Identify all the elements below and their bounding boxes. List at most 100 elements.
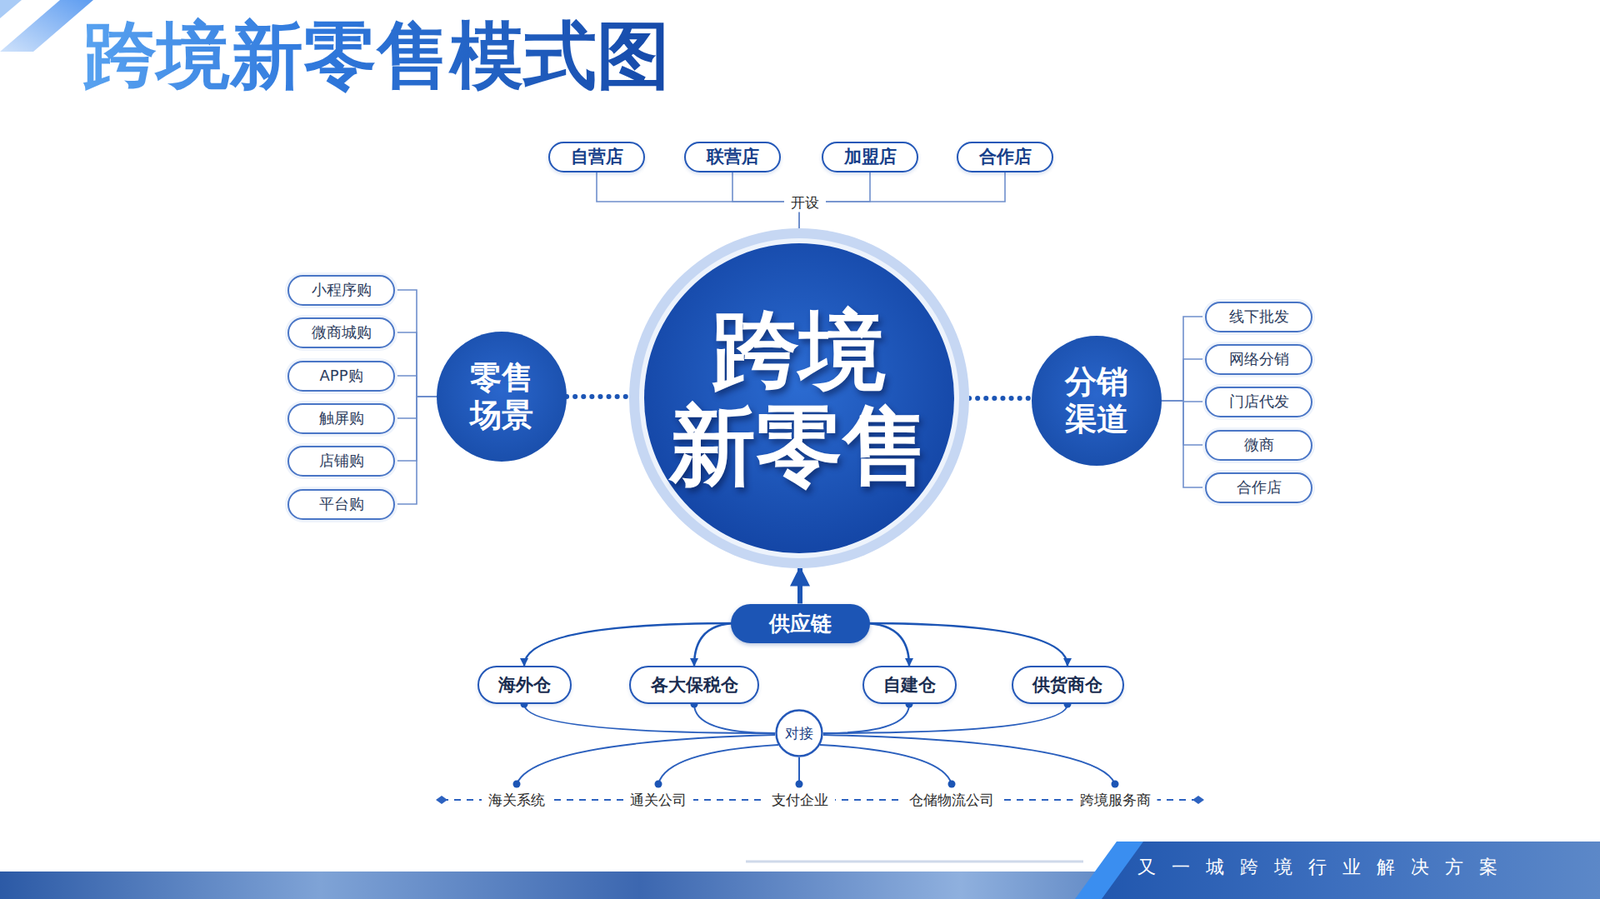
option-pill: 小程序购 [287, 275, 395, 306]
service-link [820, 745, 952, 785]
warehouse-pill: 供货商仓 [1011, 665, 1125, 705]
option-pill: APP购 [287, 360, 395, 392]
node-text: 线下批发 [1229, 306, 1290, 327]
annotation-label: 开设 [784, 193, 826, 213]
node-text: 网络分销 [1229, 349, 1290, 370]
footer-text: 又一城跨境行业解决方案 [1137, 855, 1514, 880]
store-pill: 加盟店 [821, 141, 919, 173]
node-text: 跨境 新零售 [649, 303, 950, 495]
connector-dot [655, 780, 663, 789]
node-text: 供应链 [769, 610, 832, 638]
service-link [658, 745, 779, 785]
category-circle: 零售 场景 [436, 331, 567, 462]
node-text: 自建仓 [883, 673, 936, 697]
baseline-end [435, 795, 448, 805]
node-text: 各大保税仓 [650, 673, 739, 697]
service-link [516, 735, 775, 785]
warehouse-pill: 海外仓 [477, 665, 572, 705]
category-circle: 分销 渠道 [1031, 335, 1162, 466]
option-pill: 门店代发 [1205, 386, 1313, 418]
option-pill: 网络分销 [1205, 344, 1313, 375]
connector [969, 395, 1032, 401]
connector-dot [1111, 780, 1120, 789]
store-pill: 自营店 [548, 141, 645, 173]
node-text: 平台购 [319, 494, 365, 515]
connector-dot [795, 780, 804, 789]
node-text: 微商城购 [311, 322, 372, 343]
node-text: 供货商仓 [1032, 673, 1103, 697]
connector [395, 396, 437, 505]
connector [1161, 359, 1205, 401]
node-text: 小程序购 [311, 280, 372, 300]
node-text: 合作店 [1236, 477, 1282, 498]
connector [823, 704, 1068, 734]
connector [596, 172, 800, 230]
option-pill: 店铺购 [287, 445, 395, 477]
store-pill: 联营店 [684, 141, 781, 173]
core-circle: 跨境 新零售 [629, 228, 970, 569]
service-link [798, 757, 800, 785]
page-title: 跨境新零售模式图 [83, 11, 670, 100]
circle-fill [1031, 335, 1162, 466]
option-pill: 线下批发 [1205, 301, 1313, 333]
annotation-label: 跨境服务商 [1073, 790, 1158, 810]
node-text: 触屏购 [319, 408, 365, 429]
halo-ring [629, 228, 970, 569]
connector [395, 396, 437, 419]
warehouse-pill: 各大保税仓 [629, 665, 760, 705]
option-pill: 微商城购 [287, 317, 395, 349]
node-text: 加盟店 [844, 145, 897, 169]
circle-outline [776, 710, 823, 757]
node-text: 门店代发 [1229, 391, 1290, 412]
node-text: 分销 渠道 [1055, 363, 1139, 439]
connector [797, 568, 803, 605]
node-text: 自营店 [570, 145, 624, 169]
connector-dot [513, 780, 521, 789]
connector [524, 623, 738, 666]
footer-band [1079, 841, 1600, 899]
store-pill: 合作店 [956, 141, 1054, 173]
connector [395, 396, 437, 461]
connector [524, 704, 775, 734]
service-dots [513, 780, 1120, 789]
annotation-label: 支付企业 [765, 790, 835, 810]
corner-stripe [0, 0, 22, 19]
corner-stripe [0, 0, 94, 52]
connector [395, 375, 437, 397]
connector [395, 290, 437, 397]
annotation-label: 海关系统 [481, 790, 552, 810]
connector [799, 172, 1005, 230]
supply-pill: 供应链 [730, 604, 870, 644]
annotation-label: 通关公司 [623, 790, 694, 810]
node-text: 店铺购 [319, 450, 365, 471]
connector [863, 623, 910, 666]
footer-rule [745, 860, 1084, 864]
connector [863, 623, 1069, 666]
node-text: 零售 场景 [460, 359, 544, 435]
connector [1161, 400, 1205, 488]
footer-accent [1075, 841, 1144, 899]
halo-gap [639, 238, 960, 559]
option-pill: 合作店 [1205, 472, 1313, 504]
option-pill: 触屏购 [287, 403, 395, 435]
option-pill: 微商 [1205, 430, 1313, 461]
connector [694, 623, 738, 666]
baseline-end [1192, 795, 1205, 805]
node-text: 联营店 [706, 145, 760, 169]
hub-circle: 对接 [775, 709, 824, 758]
node-text: 微商 [1244, 435, 1275, 455]
node-text: APP购 [319, 365, 363, 386]
connector-dot [948, 780, 956, 789]
connector [694, 704, 775, 734]
node-text: 合作店 [979, 145, 1032, 169]
option-pill: 平台购 [287, 489, 395, 520]
warehouse-pill: 自建仓 [862, 665, 957, 705]
node-text: 对接 [785, 724, 814, 744]
annotation-label: 仓储物流公司 [902, 790, 1001, 810]
connector [1161, 316, 1205, 401]
connector [566, 394, 630, 400]
service-link [823, 735, 1115, 785]
connector [395, 332, 437, 397]
